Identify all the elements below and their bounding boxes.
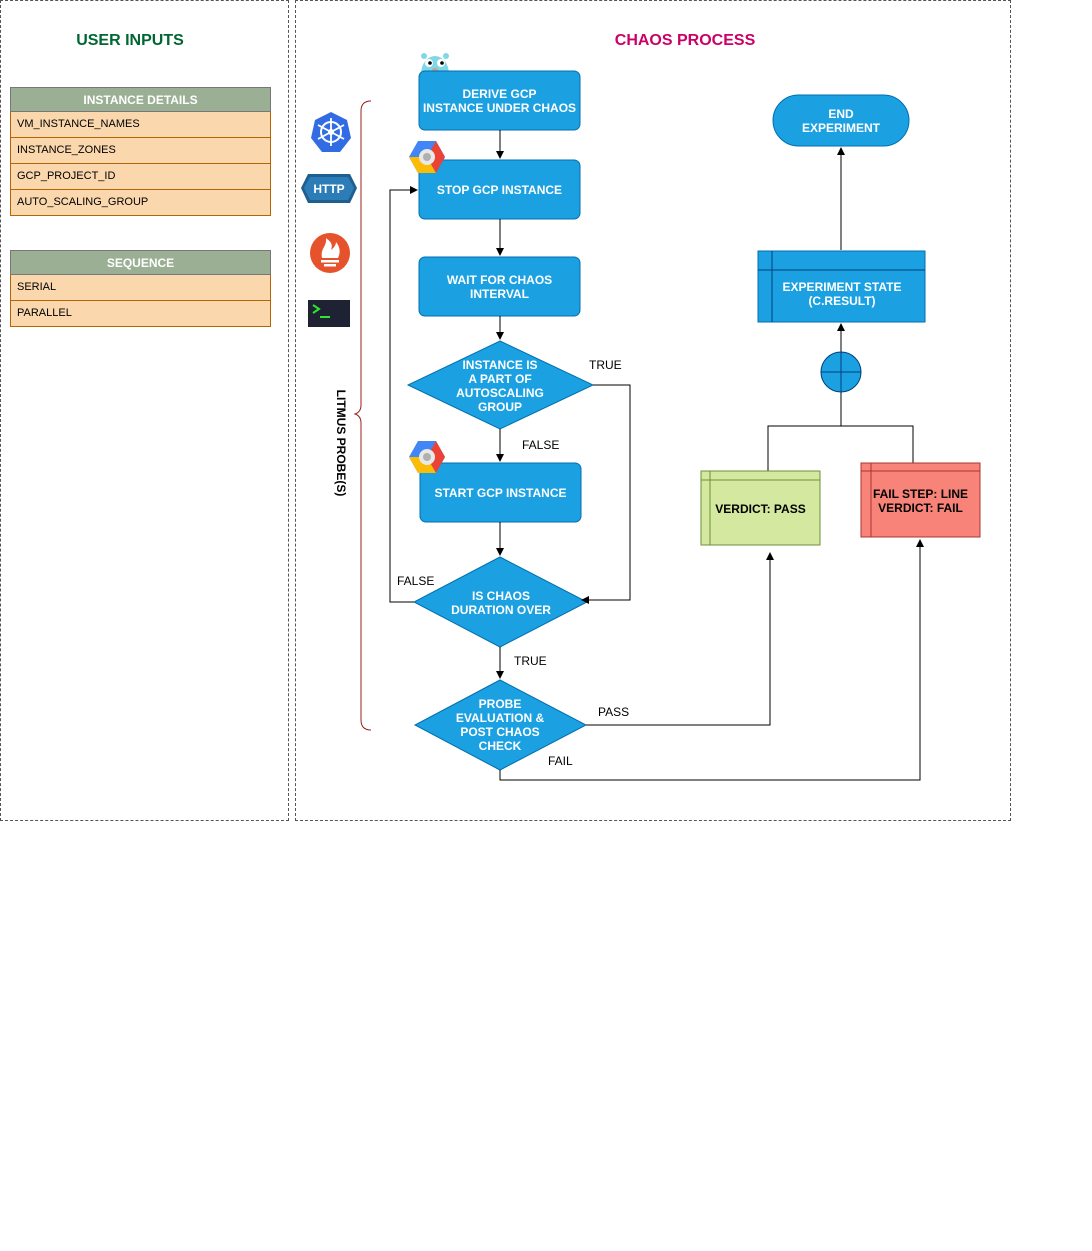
autoscaling-decision-node <box>406 340 595 430</box>
prometheus-icon <box>310 233 350 273</box>
gcp-compute-icon <box>409 141 445 173</box>
probe-brace <box>353 100 372 731</box>
experiment-state-node <box>757 250 926 323</box>
verdict-pass-node <box>700 470 821 546</box>
http-label: HTTP <box>313 182 344 196</box>
end-experiment-node <box>772 94 910 147</box>
user-inputs-panel <box>0 0 289 821</box>
chaos-process-panel <box>295 0 1011 821</box>
user-inputs-title: USER INPUTS <box>76 32 184 49</box>
edge-label-true: TRUE <box>514 654 547 668</box>
edge-autoscaling-true <box>581 384 631 604</box>
table-row: AUTO_SCALING_GROUP <box>10 190 271 216</box>
edge-label-true: TRUE <box>589 358 622 372</box>
kubernetes-icon <box>311 112 351 152</box>
edge-label-false: FALSE <box>397 574 435 588</box>
stop-instance-node <box>418 159 581 220</box>
edge-duration-false <box>389 186 418 603</box>
derive-instance-node <box>418 70 581 131</box>
sequence-header: SEQUENCE <box>10 250 271 275</box>
table-row: SERIAL <box>10 275 271 301</box>
table-row: VM_INSTANCE_NAMES <box>10 112 271 138</box>
verdict-fail-node <box>860 462 981 538</box>
start-instance-node <box>419 462 582 523</box>
edge-probe-pass <box>586 552 774 726</box>
gcp-compute-icon <box>409 441 445 473</box>
wait-interval-node <box>418 256 581 317</box>
edge-label-fail: FAIL <box>548 754 573 768</box>
edge-label-pass: PASS <box>598 705 630 719</box>
merge-junction <box>820 351 862 393</box>
duration-decision-node <box>412 556 589 648</box>
table-row: GCP_PROJECT_ID <box>10 164 271 190</box>
chaos-process-title: CHAOS PROCESS <box>614 32 756 49</box>
table-row: PARALLEL <box>10 301 271 327</box>
edge-label-false: FALSE <box>522 438 560 452</box>
edge-probe-fail <box>499 539 924 781</box>
table-row: INSTANCE_ZONES <box>10 138 271 164</box>
instance-details-table: INSTANCE DETAILS VM_INSTANCE_NAMES INSTA… <box>10 87 271 216</box>
http-icon: HTTP <box>301 174 357 203</box>
sequence-table: SEQUENCE SERIAL PARALLEL <box>10 250 271 327</box>
terminal-icon <box>308 300 350 327</box>
instance-details-header: INSTANCE DETAILS <box>10 87 271 112</box>
litmus-probes-label: LITMUS PROBE(S) <box>334 389 348 497</box>
